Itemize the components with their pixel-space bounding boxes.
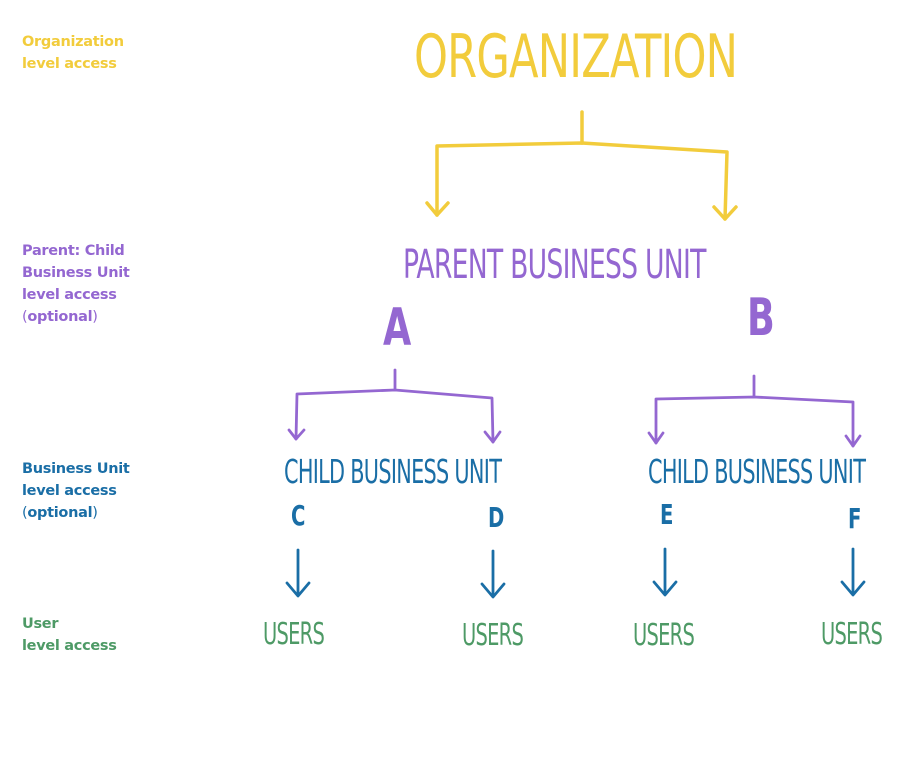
letter-a: A <box>383 298 411 358</box>
user-level-label-line1: User <box>22 616 59 632</box>
letter-c: C <box>291 499 305 532</box>
parent-optional-text: optional <box>27 309 93 325</box>
users-d: USERS <box>462 618 524 653</box>
letter-b: B <box>747 288 775 348</box>
letter-d: D <box>488 501 504 534</box>
org-bracket <box>425 110 738 221</box>
child-unit-left: CHILD BUSINESS UNIT <box>284 452 502 491</box>
org-level-label-line1: Organization <box>22 34 124 50</box>
parent-optional-note: (optional) <box>22 309 98 325</box>
user-level-label-line2: level access <box>22 638 117 654</box>
org-level-label-line2: level access <box>22 56 117 72</box>
organization-title: ORGANIZATION <box>414 22 738 92</box>
user-level-label: User level access <box>22 613 117 657</box>
user-arrows <box>285 547 866 599</box>
business-optional-note: (optional) <box>22 505 98 521</box>
users-f: USERS <box>821 617 883 652</box>
business-level-label-line2: level access <box>22 483 117 499</box>
child-unit-right: CHILD BUSINESS UNIT <box>648 452 866 491</box>
business-optional-text: optional <box>27 505 93 521</box>
org-level-label: Organization level access <box>22 31 124 75</box>
parent-a-bracket <box>287 368 502 444</box>
parent-unit-title: PARENT BUSINESS UNIT <box>403 242 706 288</box>
users-c: USERS <box>263 617 325 652</box>
letter-f: F <box>848 502 861 535</box>
parent-level-label-line3: level access <box>22 287 117 303</box>
parent-level-label-line2: Business Unit <box>22 265 130 281</box>
users-e: USERS <box>633 618 695 653</box>
parent-b-bracket <box>647 374 862 448</box>
parent-level-label-line1: Parent: Child <box>22 243 125 259</box>
business-level-label: Business Unit level access (optional) <box>22 458 130 524</box>
letter-e: E <box>660 498 673 531</box>
business-level-label-line1: Business Unit <box>22 461 130 477</box>
parent-level-label: Parent: Child Business Unit level access… <box>22 240 130 328</box>
